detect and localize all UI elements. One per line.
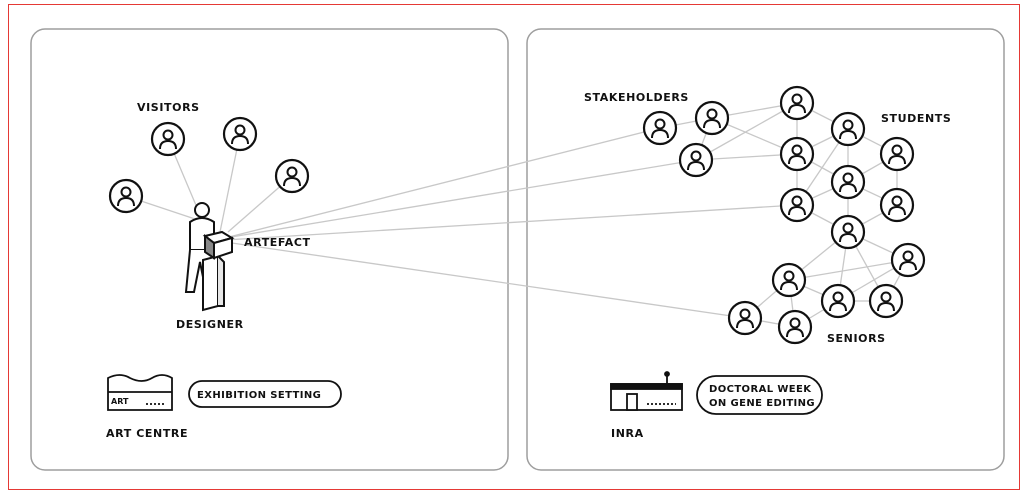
visitor-node-icon: [108, 178, 144, 214]
art-sign-text: ART: [111, 397, 129, 406]
inra-building-icon: [610, 371, 683, 411]
left-panel: [30, 28, 509, 471]
network-node-icon: [779, 136, 815, 172]
senior-node-icon: [820, 283, 856, 319]
network-node-icon: [890, 242, 926, 278]
senior-node-icon: [777, 309, 813, 345]
inra-label: INRA: [611, 427, 644, 440]
exhibition-setting-label: EXHIBITION SETTING: [197, 390, 321, 401]
stakeholder-node-icon: [642, 110, 678, 146]
artefact-label: ARTEFACT: [244, 236, 311, 249]
stakeholders-label: STAKEHOLDERS: [584, 91, 689, 104]
image-frame: [8, 4, 1020, 490]
doctoral-week-pill: [696, 375, 823, 415]
student-node-icon: [879, 136, 915, 172]
students-label: STUDENTS: [881, 112, 951, 125]
exhibition-setting-pill: [188, 380, 342, 408]
art-centre-building-icon: [107, 374, 173, 411]
visitor-node-icon: [274, 158, 310, 194]
visitor-node-icon: [150, 121, 186, 157]
senior-node-icon: [868, 283, 904, 319]
right-panel: [526, 28, 1005, 471]
senior-node-icon: [771, 262, 807, 298]
network-node-icon: [830, 214, 866, 250]
designer-label: DESIGNER: [176, 318, 244, 331]
stakeholder-node-icon: [694, 100, 730, 136]
senior-node-icon: [727, 300, 763, 336]
network-node-icon: [779, 85, 815, 121]
artefact-box-icon: [202, 230, 235, 260]
stakeholder-node-icon: [678, 142, 714, 178]
art-centre-label: ART CENTRE: [106, 427, 188, 440]
visitors-label: VISITORS: [137, 101, 200, 114]
seniors-label: SENIORS: [827, 332, 886, 345]
visitor-node-icon: [222, 116, 258, 152]
network-node-icon: [879, 187, 915, 223]
network-node-icon: [779, 187, 815, 223]
student-node-icon: [830, 111, 866, 147]
network-node-icon: [830, 164, 866, 200]
doctoral-week-line1: DOCTORAL WEEK: [709, 384, 812, 395]
doctoral-week-line2: ON GENE EDITING: [709, 398, 815, 409]
